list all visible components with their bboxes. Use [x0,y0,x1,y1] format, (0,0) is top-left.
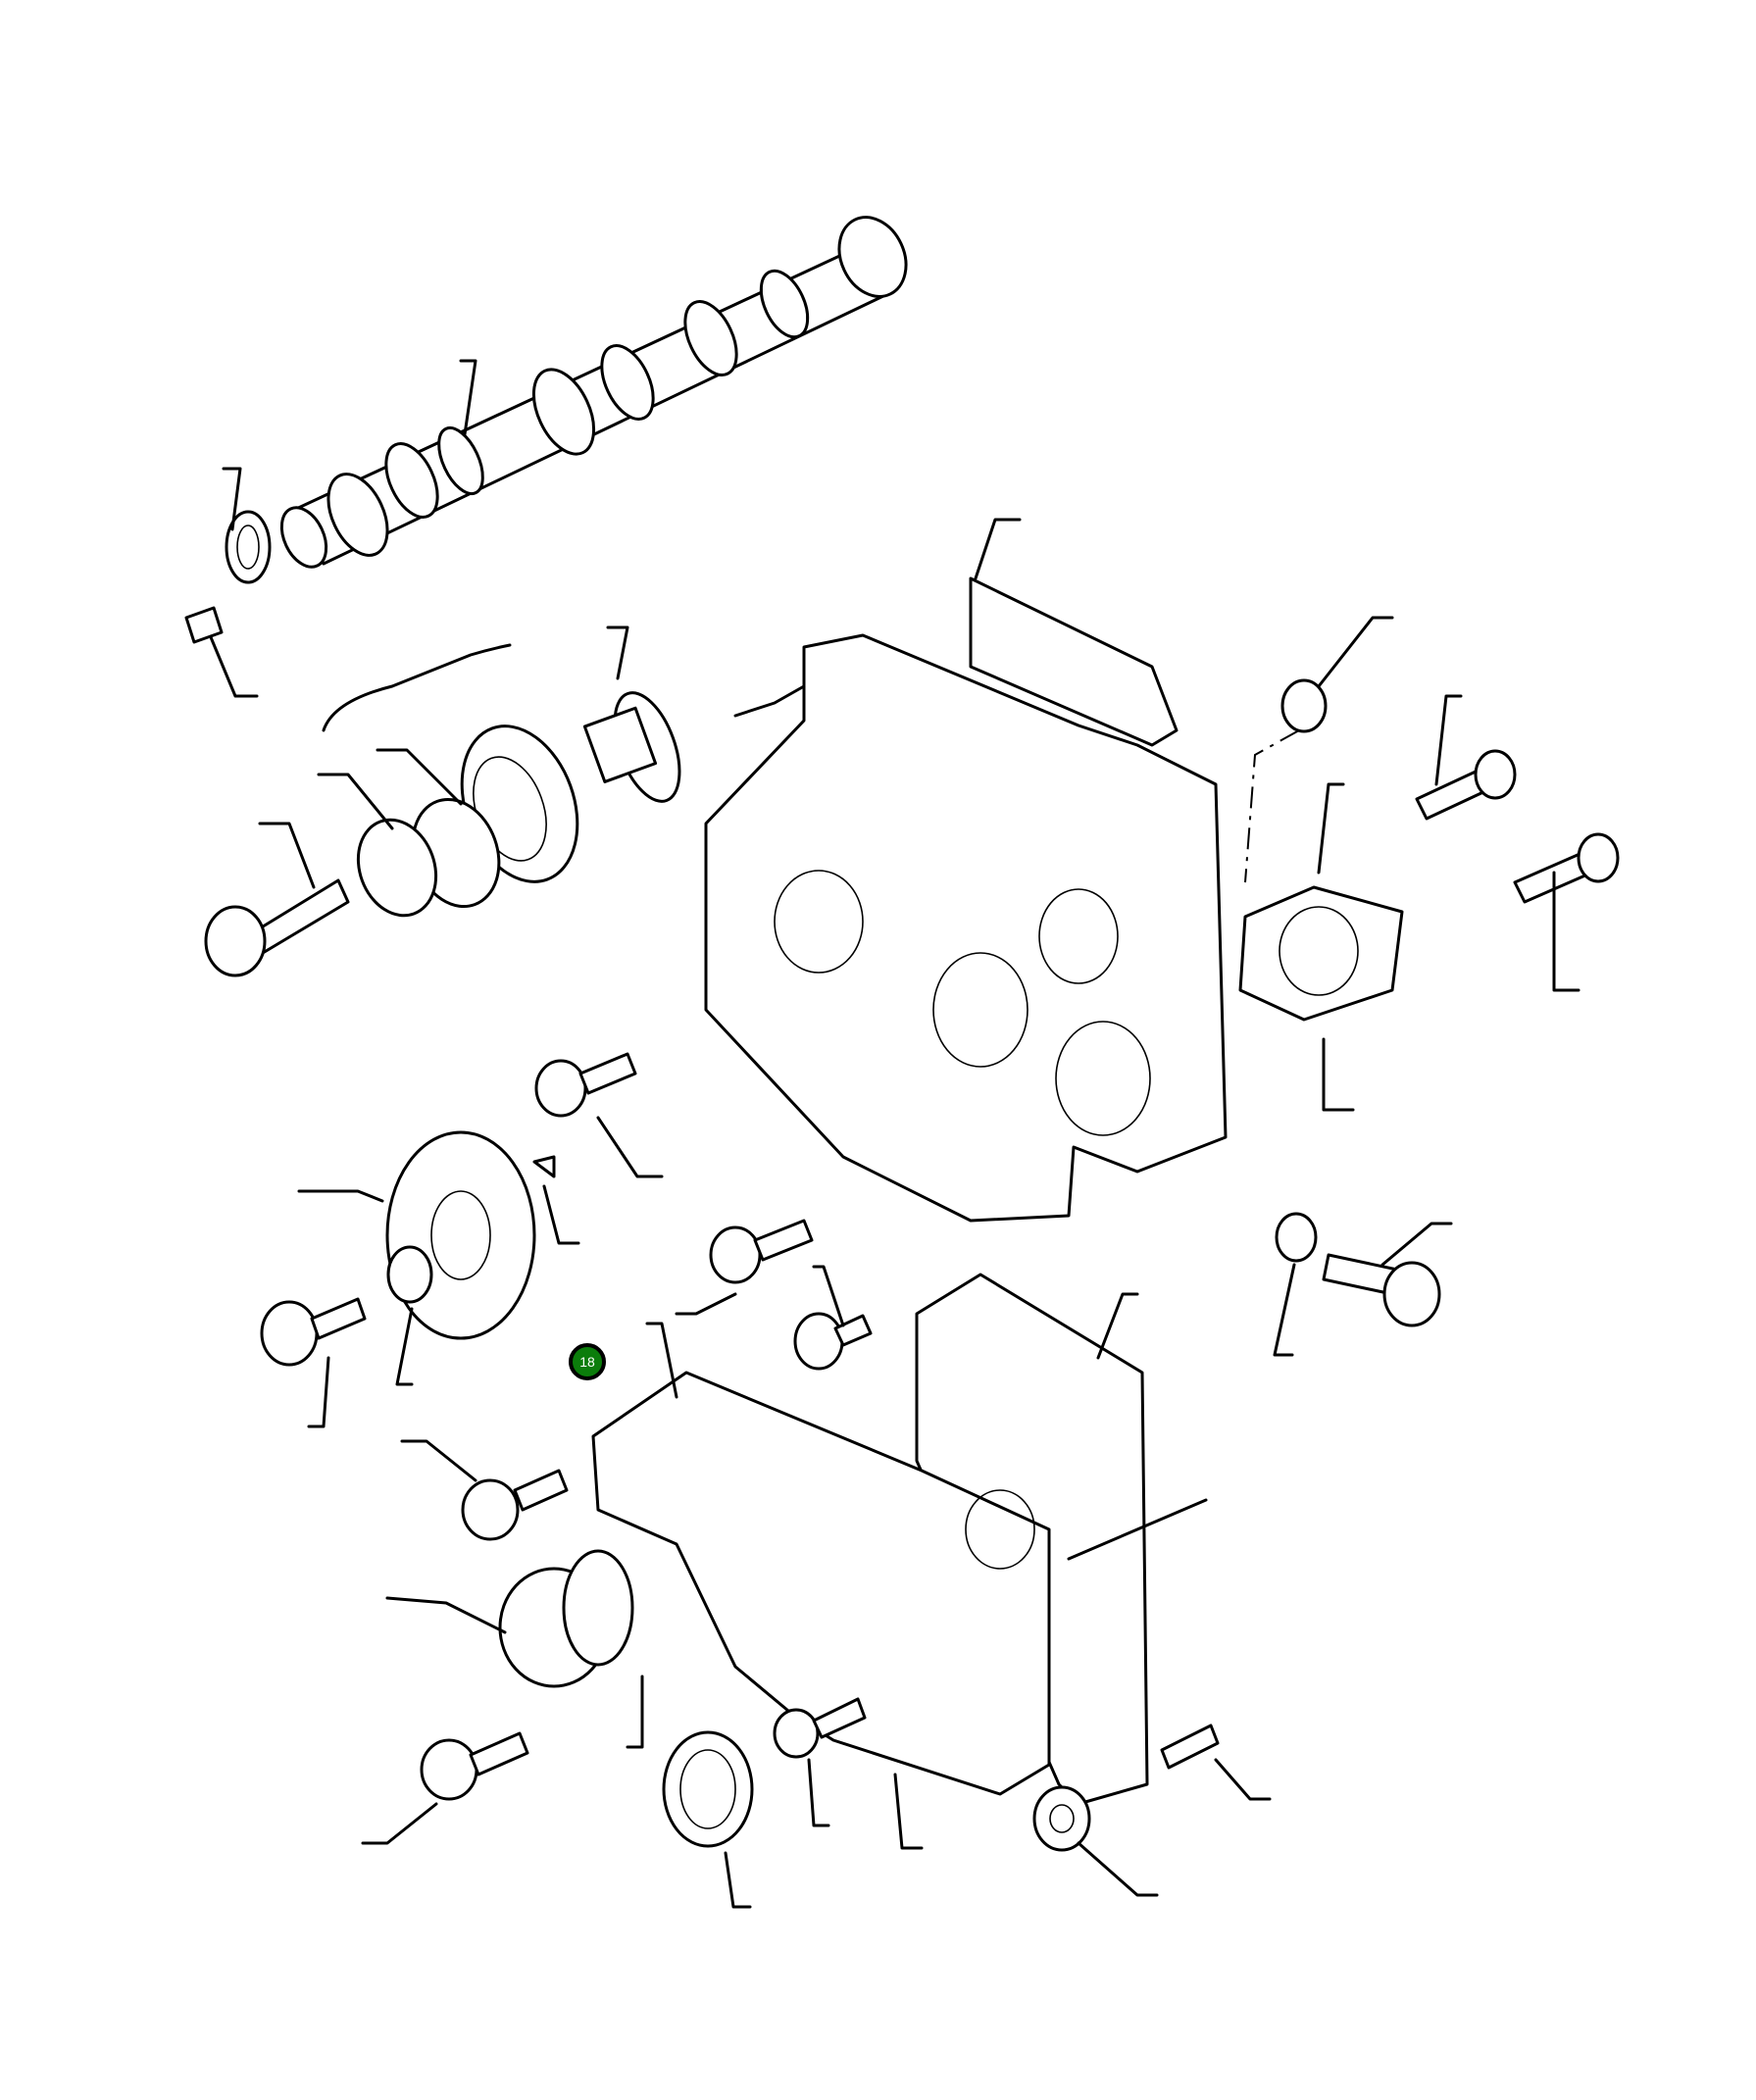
housing-bolt-1 [534,1052,664,1178]
hex-bolt-right [1322,1222,1453,1327]
cap [385,1549,644,1749]
woodruff-key [532,1155,580,1245]
oil-seal [662,1730,754,1909]
washer-right [1273,1212,1318,1357]
idler-gear-assembly [317,625,681,918]
stud [1160,1724,1272,1801]
callout-18-hotspot[interactable]: 18 [569,1343,606,1380]
flanged-bolt-idler [204,822,350,977]
flange-nut [1032,1785,1159,1897]
front-cover [591,1322,1208,1796]
dowel-pin [184,606,259,698]
flanged-bolt-cover-lower [773,1697,924,1850]
flanged-bolt-cover-top [793,1265,873,1371]
crankshaft-gear [297,1130,536,1340]
callout-18-label: 18 [579,1354,595,1370]
thrust-washer [222,467,272,584]
adapter-plate [1238,782,1404,1112]
flanged-bolt-cap [361,1731,529,1845]
camshaft [279,216,908,569]
bolt-right [1513,832,1620,992]
bolt-upper-right [1415,694,1517,821]
flanged-bolt-cover-left [400,1439,569,1541]
housing-bolt-2 [675,1219,814,1316]
plug [1244,616,1394,883]
timing-case-housing [704,633,1228,1223]
flanged-bolt-crank [260,1297,367,1428]
washer-crank [386,1245,433,1386]
timing-case-gasket [969,518,1179,747]
